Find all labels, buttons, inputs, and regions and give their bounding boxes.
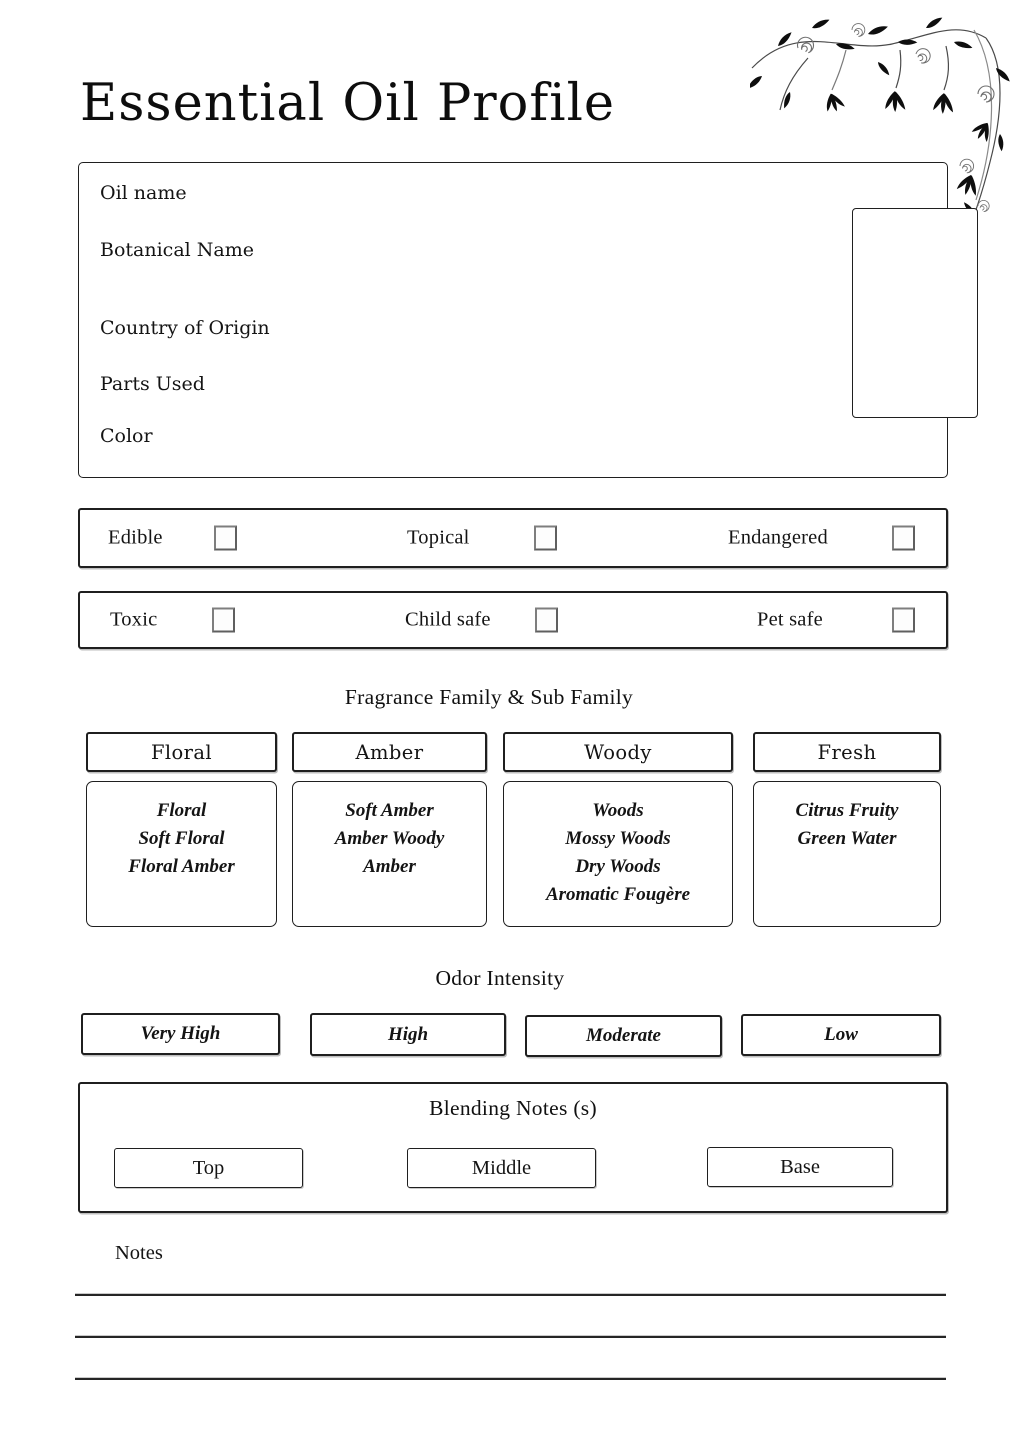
note-label: Middle	[471, 1156, 532, 1179]
toxic-checkbox[interactable]	[212, 607, 235, 633]
family-header-woody[interactable]: Woody	[503, 732, 733, 772]
family-header-label: Woody	[584, 740, 652, 764]
note-middle[interactable]: Middle	[407, 1148, 596, 1188]
note-base[interactable]: Base	[707, 1147, 893, 1187]
odor-intensity-heading: Odor Intensity	[435, 966, 565, 990]
family-header-fresh[interactable]: Fresh	[753, 732, 941, 772]
field-parts-used[interactable]: Parts Used	[100, 371, 205, 397]
page-title: Essential Oil Profile	[80, 74, 616, 133]
subfamily-box-floral[interactable]: Floral Soft Floral Floral Amber	[86, 781, 277, 927]
odor-very-high[interactable]: Very High	[81, 1013, 280, 1055]
subfamily-item: Woods	[592, 800, 644, 821]
odor-level-label: Moderate	[586, 1025, 661, 1046]
endangered-label: Endangered	[728, 526, 828, 549]
note-label: Base	[780, 1155, 820, 1178]
family-header-amber[interactable]: Amber	[292, 732, 487, 772]
field-country-of-origin[interactable]: Country of Origin	[100, 315, 270, 341]
oil-details-box: Oil name Botanical Name Country of Origi…	[78, 162, 948, 478]
family-header-label: Floral	[150, 740, 213, 764]
topical-checkbox[interactable]	[534, 525, 557, 551]
field-label: Color	[100, 425, 153, 447]
edible-label: Edible	[108, 526, 163, 549]
subfamily-item: Amber Woody	[334, 828, 445, 849]
note-top[interactable]: Top	[114, 1148, 303, 1188]
odor-level-label: Low	[824, 1024, 858, 1045]
child-safe-checkbox[interactable]	[535, 607, 558, 633]
subfamily-item: Floral	[156, 800, 207, 821]
odor-level-label: High	[387, 1023, 429, 1045]
checkbox-row-2: Toxic Child safe Pet safe	[78, 591, 948, 649]
blending-notes-box: Blending Notes (s) Top Middle Base	[78, 1082, 948, 1213]
pet-safe-checkbox[interactable]	[892, 607, 915, 633]
subfamily-item: Soft Amber	[345, 800, 434, 821]
subfamily-item: Dry Woods	[575, 856, 661, 877]
edible-checkbox[interactable]	[214, 525, 237, 551]
subfamily-item: Mossy Woods	[565, 828, 671, 849]
subfamily-item: Green Water	[797, 828, 897, 849]
notes-line-1[interactable]	[75, 1294, 946, 1296]
field-label: Country of Origin	[100, 317, 270, 339]
odor-moderate[interactable]: Moderate	[525, 1015, 722, 1057]
family-header-label: Amber	[355, 740, 424, 764]
fragrance-family-heading: Fragrance Family & Sub Family	[344, 685, 634, 709]
blending-notes-heading: Blending Notes (s)	[429, 1096, 597, 1120]
floral-vine-ornament	[750, 16, 1011, 248]
family-header-label: Fresh	[817, 740, 877, 764]
field-oil-name[interactable]: Oil name	[100, 180, 187, 206]
field-label: Parts Used	[100, 373, 205, 395]
photo-placeholder-box[interactable]	[852, 208, 978, 418]
odor-low[interactable]: Low	[741, 1014, 941, 1056]
subfamily-item: Floral Amber	[128, 856, 235, 877]
note-label: Top	[192, 1156, 225, 1179]
notes-line-3[interactable]	[75, 1378, 946, 1380]
subfamily-box-woody[interactable]: Woods Mossy Woods Dry Woods Aromatic Fou…	[503, 781, 733, 927]
child-safe-label: Child safe	[405, 608, 491, 631]
subfamily-item: Amber	[363, 856, 416, 877]
endangered-checkbox[interactable]	[892, 525, 915, 551]
subfamily-box-fresh[interactable]: Citrus Fruity Green Water	[753, 781, 941, 927]
odor-high[interactable]: High	[310, 1013, 506, 1056]
topical-label: Topical	[407, 526, 470, 549]
subfamily-item: Citrus Fruity	[795, 800, 899, 821]
notes-line-2[interactable]	[75, 1336, 946, 1338]
family-header-floral[interactable]: Floral	[86, 732, 277, 772]
odor-level-label: Very High	[140, 1023, 221, 1044]
checkbox-row-1: Edible Topical Endangered	[78, 508, 948, 568]
subfamily-box-amber[interactable]: Soft Amber Amber Woody Amber	[292, 781, 487, 927]
field-label: Oil name	[100, 182, 187, 204]
toxic-label: Toxic	[110, 608, 158, 631]
field-label: Botanical Name	[100, 239, 254, 261]
subfamily-item: Aromatic Fougère	[545, 884, 691, 905]
field-botanical-name[interactable]: Botanical Name	[100, 237, 254, 263]
field-color[interactable]: Color	[100, 423, 153, 449]
pet-safe-label: Pet safe	[757, 608, 823, 631]
subfamily-item: Soft Floral	[138, 828, 225, 849]
notes-label: Notes	[115, 1242, 163, 1264]
